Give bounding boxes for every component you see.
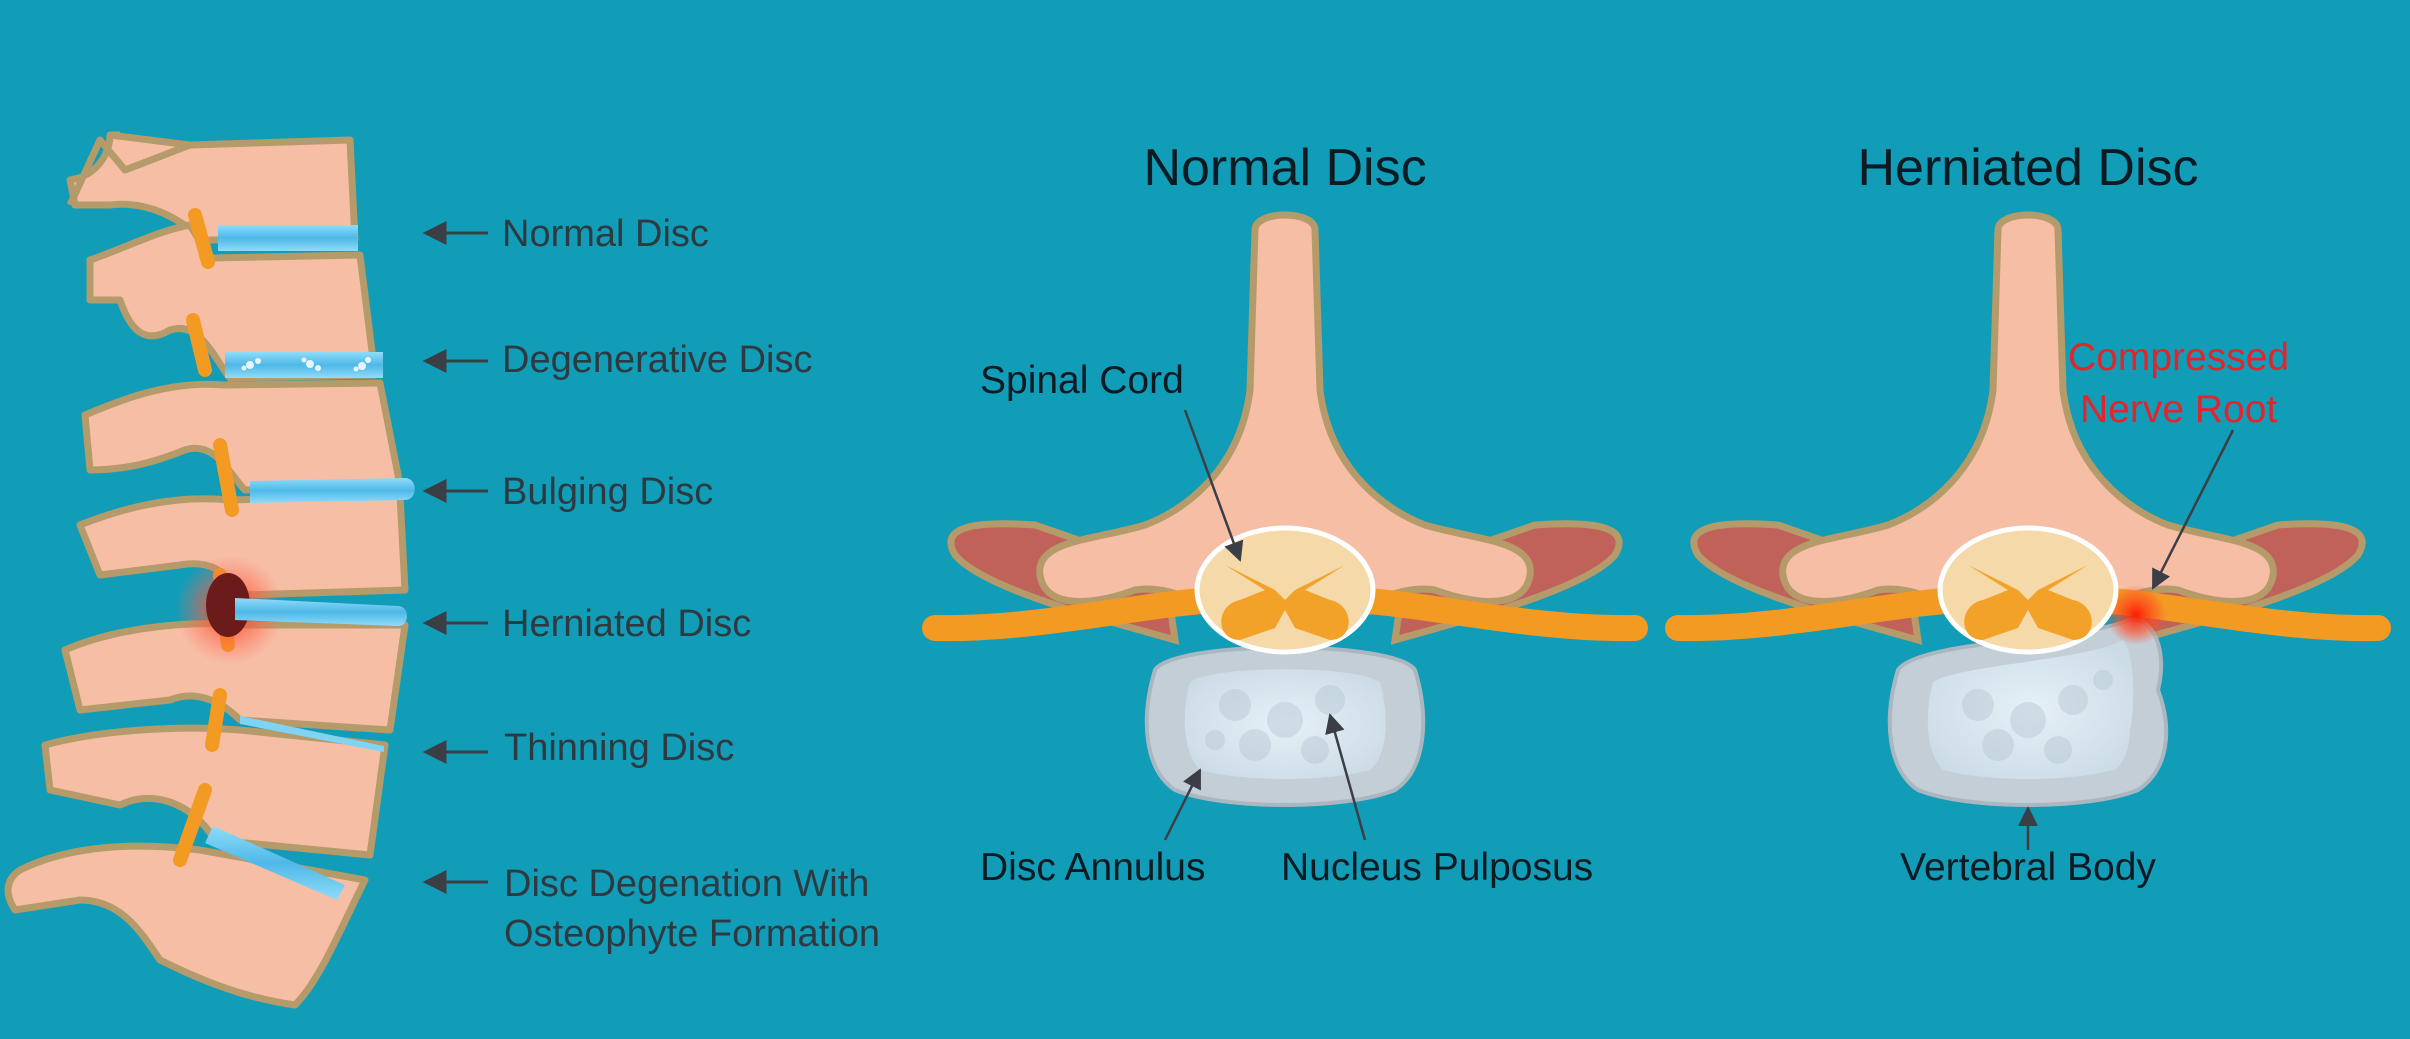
label-nucleus-pulposus: Nucleus Pulposus bbox=[1281, 846, 1593, 889]
label-spinal-cord: Spinal Cord bbox=[980, 359, 1184, 402]
label-compressed-line1: Compressed bbox=[2068, 336, 2289, 379]
label-osteophyte-line1: Disc Degenation With bbox=[504, 863, 869, 905]
nerve-compression-spot bbox=[2106, 585, 2166, 645]
label-vertebral-body: Vertebral Body bbox=[1900, 846, 2156, 889]
label-herniated-disc: Herniated Disc bbox=[502, 603, 751, 645]
herniated-disc-panel: Herniated Disc Compressed Nerve Root Ver… bbox=[1665, 139, 2391, 889]
lateral-label-arrows bbox=[422, 221, 488, 894]
label-normal-disc: Normal Disc bbox=[502, 213, 709, 255]
lateral-discs bbox=[175, 225, 415, 900]
label-bulging-disc: Bulging Disc bbox=[502, 471, 713, 513]
osteophyte-disc-shape bbox=[205, 826, 345, 900]
label-disc-annulus: Disc Annulus bbox=[980, 846, 1205, 889]
herniated-disc-title: Herniated Disc bbox=[1857, 139, 2198, 197]
label-osteophyte-line2: Osteophyte Formation bbox=[504, 913, 880, 955]
normal-disc-panel: Normal Disc Spinal Cord Disc Annulus Nuc… bbox=[922, 139, 1648, 889]
bulging-disc-shape bbox=[250, 478, 415, 503]
herniated-disc-shape bbox=[235, 598, 407, 626]
normal-disc-shape bbox=[218, 225, 358, 251]
spinal-cord-shape bbox=[1194, 525, 1376, 655]
lateral-labels: Normal Disc Degenerative Disc Bulging Di… bbox=[502, 213, 880, 955]
label-degenerative-disc: Degenerative Disc bbox=[502, 339, 812, 381]
normal-disc-title: Normal Disc bbox=[1143, 139, 1426, 197]
label-thinning-disc: Thinning Disc bbox=[504, 727, 734, 769]
thinning-disc-shape bbox=[240, 716, 384, 752]
label-compressed-line2: Nerve Root bbox=[2080, 388, 2277, 431]
